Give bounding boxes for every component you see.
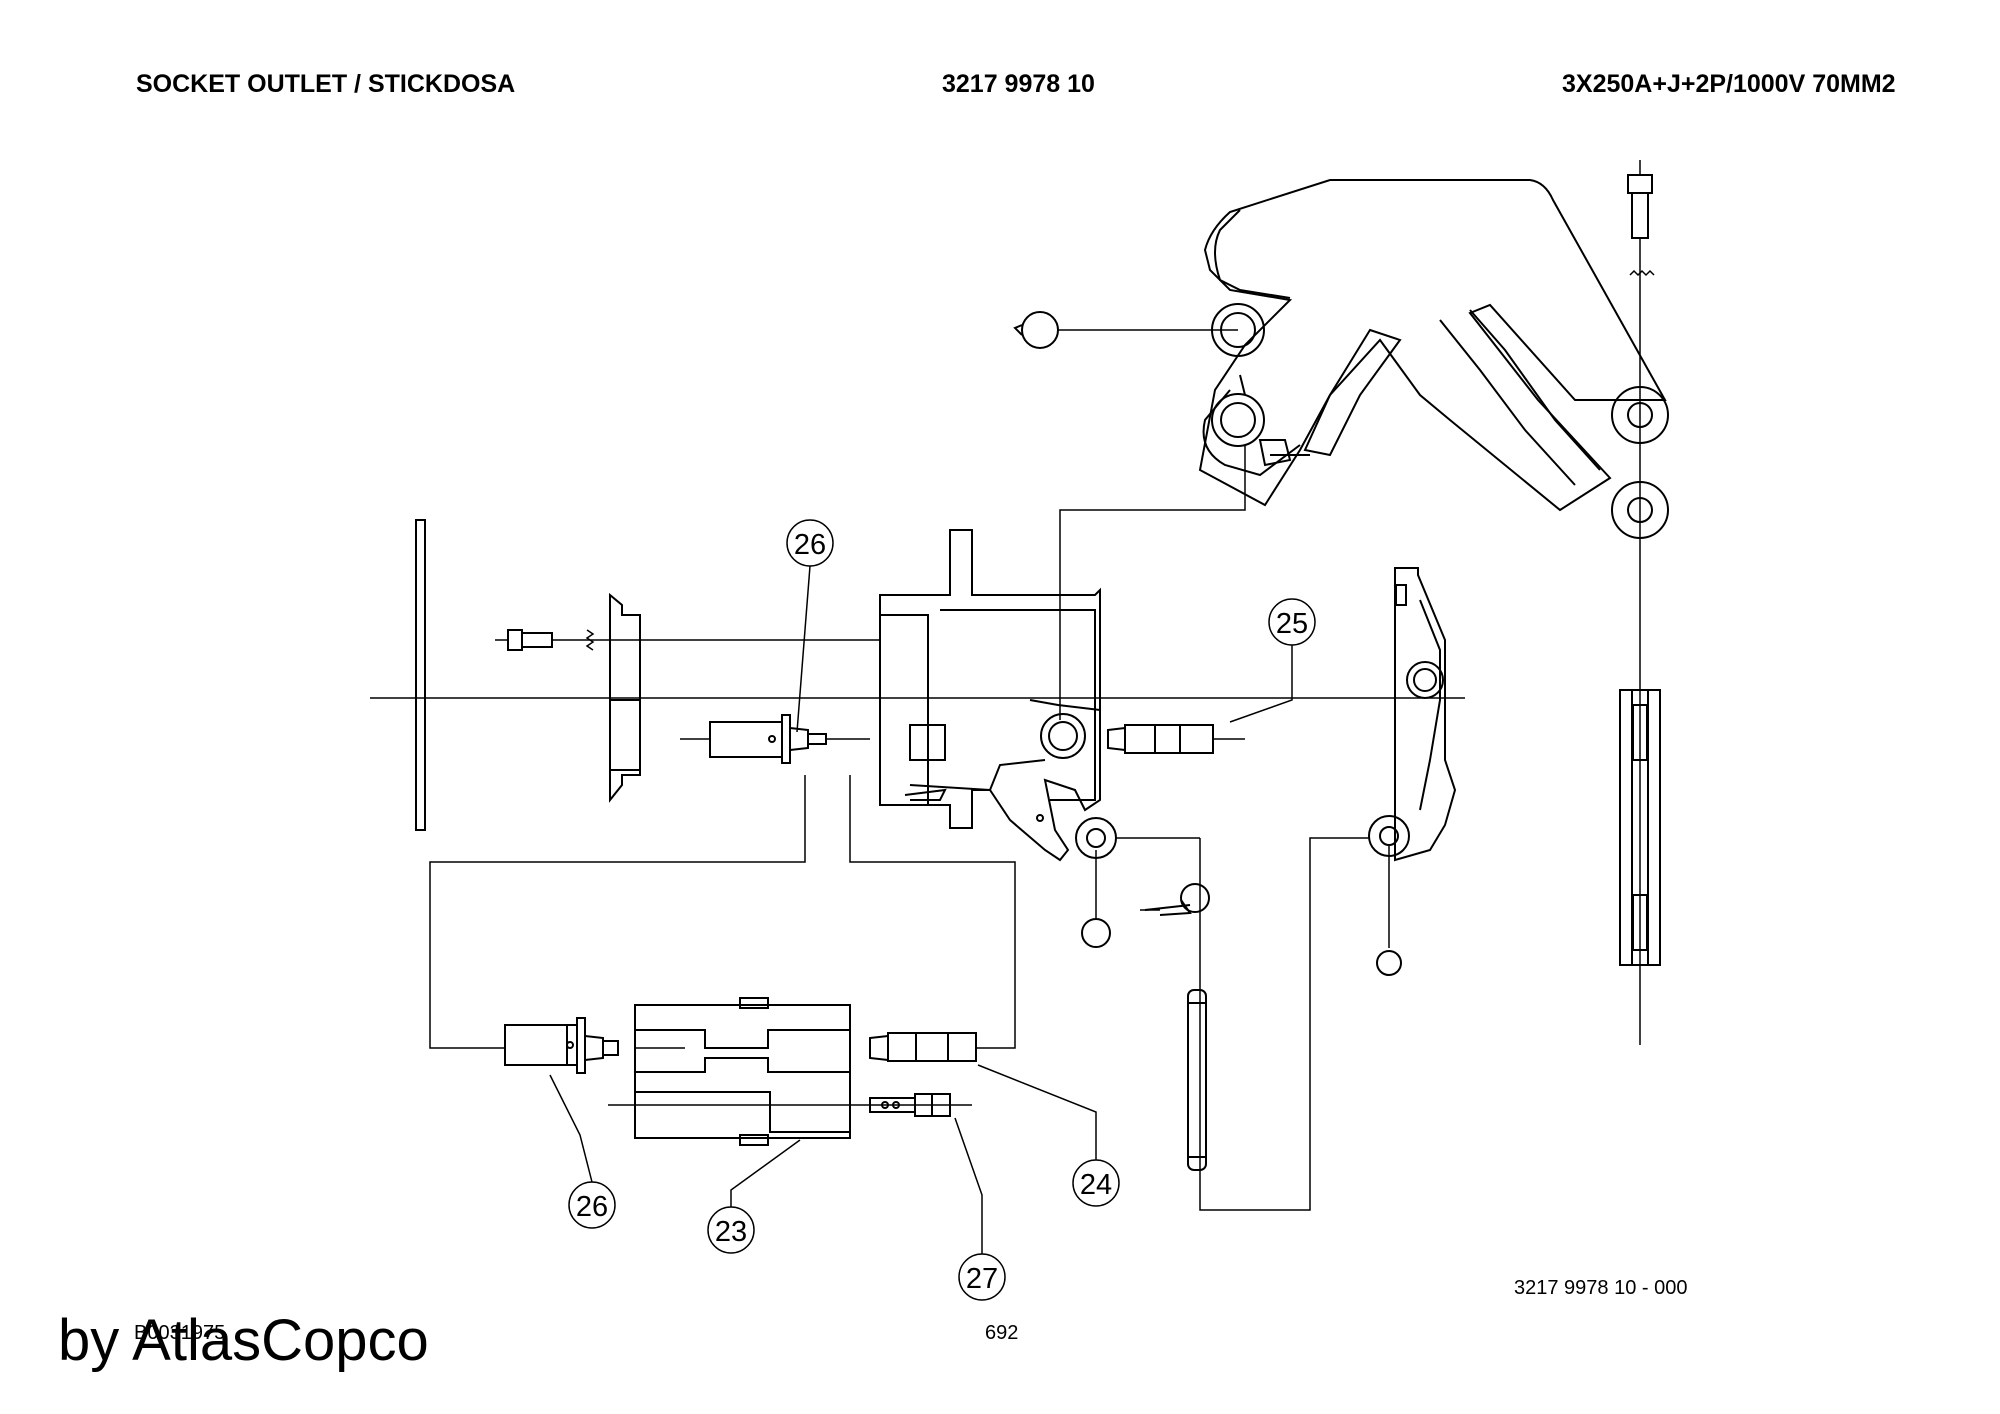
watermark: by AtlasCopco	[58, 1308, 429, 1373]
drawing-reference: 3217 9978 10 - 000	[1514, 1277, 1688, 1299]
pin-washer-right	[1368, 815, 1410, 976]
connector-pin-25	[1107, 724, 1245, 754]
svg-text:23: 23	[715, 1216, 747, 1248]
latch-plate	[1394, 567, 1457, 862]
pin-right	[1619, 689, 1661, 966]
connector-housing	[608, 997, 972, 1146]
svg-text:26: 26	[794, 529, 826, 561]
connector-pin-24	[869, 1032, 977, 1062]
screw-left	[495, 629, 880, 651]
document-code: B0031975	[134, 1322, 226, 1344]
gasket-plate	[415, 519, 426, 831]
header-rating: 3X250A+J+2P/1000V 70MM2	[1562, 70, 1896, 98]
socket-body	[879, 529, 1101, 862]
long-pin	[1187, 989, 1207, 1171]
screw-top-right	[1627, 160, 1655, 1045]
callout-23: 23	[707, 1139, 801, 1254]
snap-ring-top	[1013, 311, 1238, 349]
callout-26-bottom: 26	[549, 1074, 616, 1229]
callout-24: 24	[977, 1064, 1120, 1207]
callout-26-top: 26	[786, 519, 834, 733]
lever-assembly	[1198, 179, 1669, 539]
svg-text:25: 25	[1276, 608, 1308, 640]
svg-text:24: 24	[1080, 1169, 1112, 1201]
svg-text:27: 27	[966, 1263, 998, 1295]
flange	[609, 592, 641, 803]
connector-pin-27	[869, 1093, 951, 1117]
pin-washer-left	[1075, 817, 1200, 948]
cotter-pin	[1140, 883, 1210, 916]
header-part-number: 3217 9978 10	[942, 70, 1095, 98]
contact-sleeve-bottom	[504, 1017, 619, 1074]
callout-25: 25	[1229, 598, 1316, 723]
header-title: SOCKET OUTLET / STICKDOSA	[136, 70, 516, 98]
svg-text:26: 26	[576, 1191, 608, 1223]
contact-sleeve-top	[680, 714, 870, 764]
page-number: 692	[985, 1322, 1019, 1344]
callout-27: 27	[954, 1117, 1006, 1301]
